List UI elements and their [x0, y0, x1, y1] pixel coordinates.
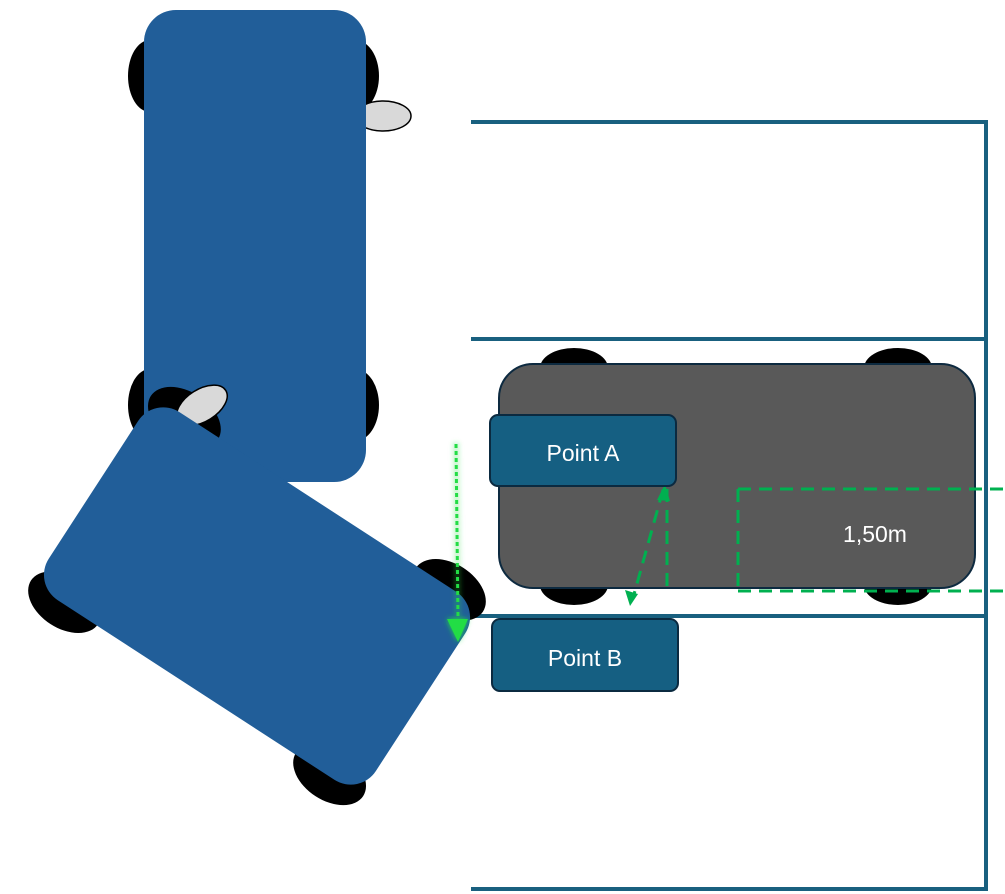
diagonal-arrow-line [631, 489, 665, 599]
point-a-text: Point A [547, 440, 621, 466]
arrowhead-down [625, 590, 638, 606]
movement-arrow [447, 443, 468, 642]
guide-lines [631, 487, 1005, 599]
diagonal-arrowheads [625, 484, 670, 606]
parking-bay-lines [471, 120, 988, 891]
movement-arrow-shaft [454, 443, 460, 619]
blue-car-vertical [128, 10, 412, 482]
point-a-label: Point A [489, 414, 677, 487]
point-a-box [489, 414, 677, 487]
arrowhead-up [657, 484, 670, 501]
point-b-label: Point B [491, 618, 679, 692]
distance-label: 1,50m [843, 521, 907, 547]
point-b-text: Point B [548, 645, 622, 671]
movement-arrowhead [447, 619, 468, 642]
blue-car-body [43, 407, 471, 785]
blue-car-turning [28, 384, 486, 806]
blue-car-body [144, 10, 366, 482]
point-b-box [491, 618, 679, 692]
